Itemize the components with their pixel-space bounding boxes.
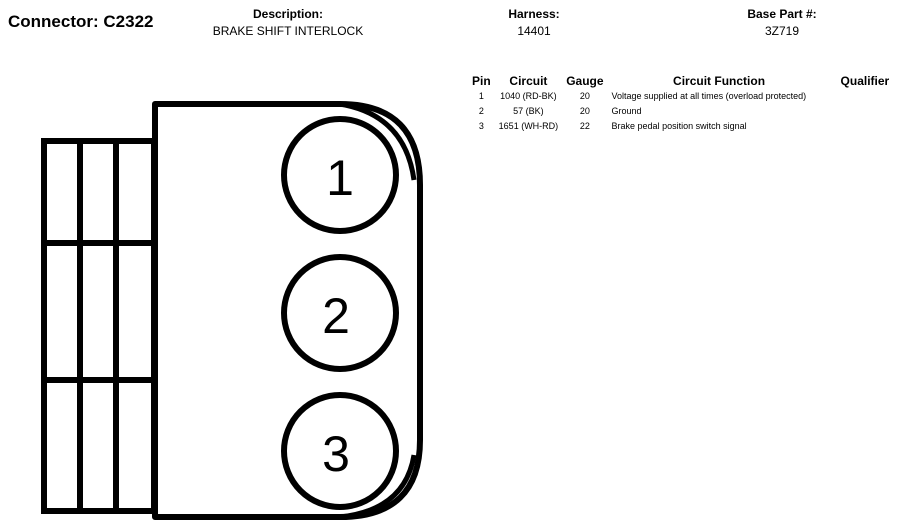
connector-title: Connector: C2322 [8, 12, 154, 31]
connector-latch [41, 138, 157, 514]
pin-label: 3 [322, 426, 350, 482]
row-pin: 1 [478, 90, 484, 101]
pin-cavity-2: 2 [281, 254, 399, 372]
col-gauge: Gauge [566, 73, 604, 88]
row-function: Ground [611, 105, 642, 116]
harness-value: 14401 [517, 24, 551, 38]
row-gauge: 20 [579, 90, 590, 101]
description-block: Description: BRAKE SHIFT INTERLOCK [178, 7, 398, 38]
harness-label: Harness: [508, 7, 560, 21]
row-circuit: 57 (BK) [513, 105, 544, 116]
row-circuit: 1651 (WH-RD) [498, 120, 559, 131]
col-circuit-function: Circuit Function [673, 73, 766, 88]
row-gauge: 20 [579, 105, 590, 116]
col-circuit: Circuit [509, 73, 548, 88]
row-pin: 3 [478, 120, 484, 131]
pin-table-header: Pin Circuit Gauge Circuit Function Quali… [468, 73, 893, 88]
row-pin: 2 [478, 105, 484, 116]
description-value: BRAKE SHIFT INTERLOCK [212, 24, 364, 38]
row-function: Voltage supplied at all times (overload … [611, 90, 807, 101]
col-qualifier: Qualifier [840, 73, 890, 88]
row-circuit: 1040 (RD-BK) [500, 90, 557, 101]
table-row: 3 1651 (WH-RD) 22 Brake pedal position s… [468, 118, 893, 133]
connector-body [152, 101, 423, 520]
basepart-block: Base Part #: 3Z719 [672, 7, 892, 38]
harness-block: Harness: 14401 [424, 7, 644, 38]
description-label: Description: [252, 7, 323, 21]
pin-cavity-1: 1 [281, 116, 399, 234]
table-row: 1 1040 (RD-BK) 20 Voltage supplied at al… [468, 88, 893, 103]
row-function: Brake pedal position switch signal [611, 120, 747, 131]
row-gauge: 22 [579, 120, 590, 131]
col-pin: Pin [472, 73, 491, 88]
pin-table: Pin Circuit Gauge Circuit Function Quali… [468, 73, 893, 133]
pin-label: 1 [326, 150, 354, 206]
table-row: 2 57 (BK) 20 Ground [468, 103, 893, 118]
pin-cavity-3: 3 [281, 392, 399, 510]
basepart-label: Base Part #: [747, 7, 817, 21]
basepart-value: 3Z719 [764, 24, 800, 38]
pin-label: 2 [322, 288, 350, 344]
